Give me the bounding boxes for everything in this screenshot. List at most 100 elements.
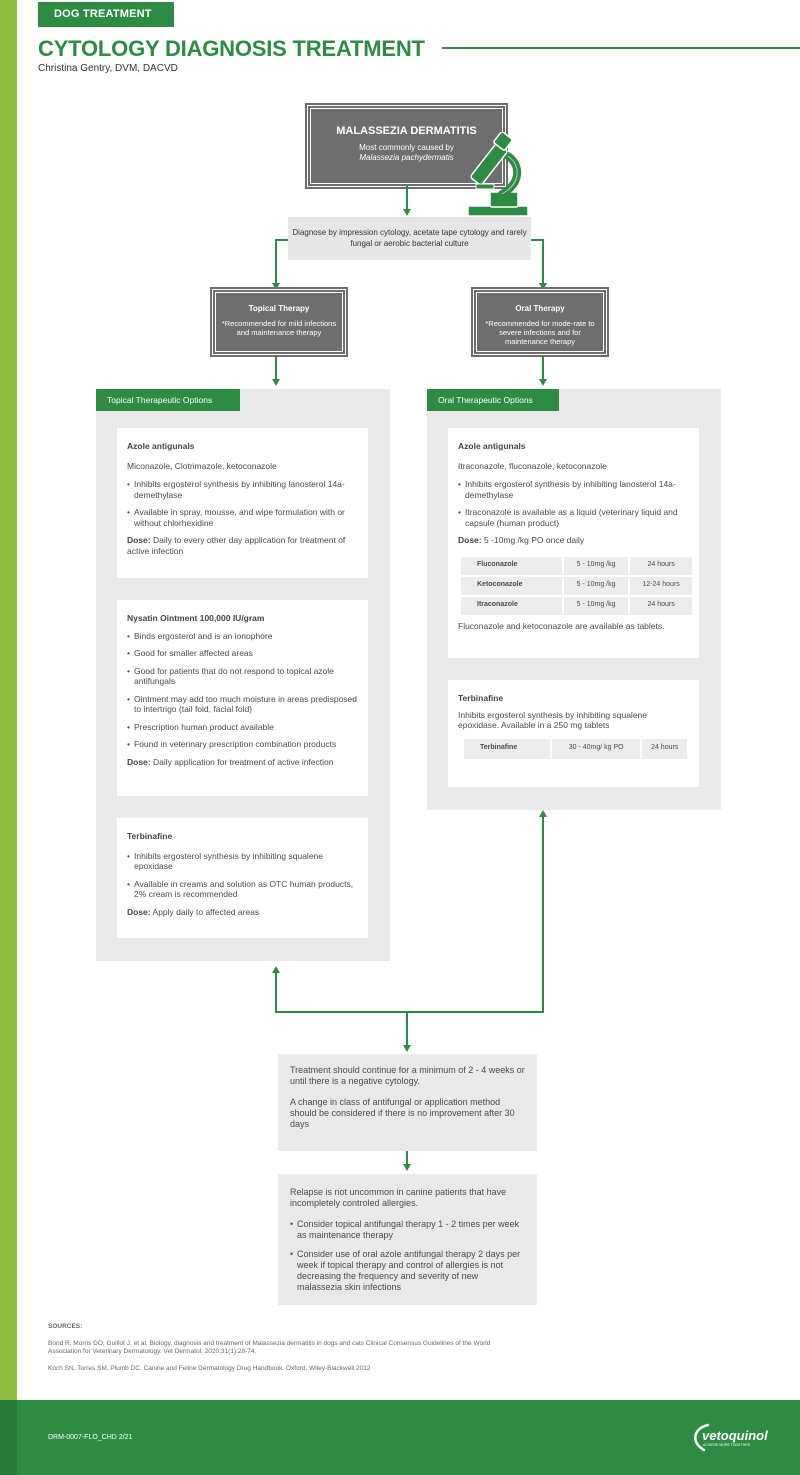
oral-azole-card: Azole antigunals Itraconazole, fluconazo… — [448, 428, 699, 658]
arrow-connector — [275, 239, 288, 241]
arrow-connector — [531, 239, 544, 241]
relapse-box: Relapse is not uncommon in canine patien… — [278, 1174, 537, 1305]
arrow-head — [403, 1164, 411, 1171]
oral-therapy-title: Oral Therapy — [515, 304, 565, 313]
card-bullets: Inhibits ergosterol synthesis by inhibit… — [458, 479, 689, 528]
card-dose: Dose: Daily to every other day applicati… — [127, 535, 346, 556]
arrow-connector — [275, 239, 277, 285]
vetoquinol-logo: vetoquinol ACHIEVE MORE TOGETHER — [690, 1420, 780, 1456]
card-note: Fluconazole and ketoconazole are availab… — [458, 620, 665, 631]
arrow-head — [539, 810, 547, 817]
main-box-title: MALASSEZIA DERMATITIS — [336, 125, 477, 137]
table-cell: Fluconazole — [461, 556, 564, 577]
card-bullets: Inhibits ergosterol synthesis by inhibit… — [127, 479, 358, 528]
table-cell: 5 - 10mg /kg — [563, 556, 631, 577]
category-tag: DOG TREATMENT — [38, 2, 174, 27]
card-title: Terbinafine — [458, 693, 504, 703]
card-dose: Dose: Apply daily to affected areas — [127, 906, 260, 917]
dosage-table: Fluconazole 5 - 10mg /kg 24 hours Ketoco… — [461, 556, 694, 617]
left-accent-bar — [0, 0, 17, 1475]
arrow-head — [539, 283, 547, 290]
main-box-subtitle: Most commonly caused by Malassezia pachy… — [311, 143, 502, 163]
arrow-head — [403, 209, 411, 216]
table-row: Itraconazole 5 - 10mg /kg 24 hours — [461, 596, 694, 617]
main-box-organism: Malassezia pachydermatis — [359, 153, 454, 162]
oral-therapy-note: *Recommended for mode-rate to severe inf… — [485, 319, 595, 346]
topical-therapy-box: Topical Therapy *Recommended for mild in… — [215, 292, 343, 352]
list-item: Found in veterinary prescription combina… — [127, 739, 358, 750]
table-cell: 24 hours — [630, 596, 694, 617]
footer-accent — [0, 1400, 17, 1475]
list-item: Available in spray, mousse, and wipe for… — [127, 507, 358, 528]
author: Christina Gentry, DVM, DACVD — [38, 63, 178, 74]
list-item: Inhibits ergosterol synthesis by inhibit… — [127, 851, 358, 872]
card-title: Azole antigunals — [458, 441, 526, 451]
logo-tagline: ACHIEVE MORE TOGETHER — [703, 1443, 751, 1447]
card-dose: Dose: Daily application for treatment of… — [127, 756, 334, 767]
topical-terbinafine-card: Terbinafine Inhibits ergosterol synthesi… — [117, 818, 368, 938]
card-bullets: Binds ergosterol and is an ionophore Goo… — [127, 631, 358, 750]
arrow-connector — [542, 239, 544, 285]
card-title: Azole antigunals — [127, 441, 195, 451]
treatment-duration: Treatment should continue for a minimum … — [290, 1065, 525, 1086]
list-item: Good for smaller affected areas — [127, 648, 358, 659]
card-dose: Dose: 5 -10mg /kg PO once daily — [458, 535, 585, 545]
list-item: Available in creams and solution as OTC … — [127, 879, 358, 900]
arrow-connector — [406, 1151, 408, 1165]
arrow-connector — [542, 356, 544, 380]
microscope-icon — [467, 132, 529, 217]
oral-terbinafine-card: Terbinafine Inhibits ergosterol synthesi… — [448, 680, 699, 787]
arrow-head — [272, 283, 280, 290]
card-drugs: Miconazole, Clotrimazole, ketoconazole — [127, 460, 277, 471]
arrow-head — [539, 379, 547, 386]
diagnose-box: Diagnose by impression cytology, acetate… — [288, 217, 531, 260]
page-title: CYTOLOGY DIAGNOSIS TREATMENT — [38, 36, 425, 61]
relapse-intro: Relapse is not uncommon in canine patien… — [290, 1187, 507, 1208]
arrow-connector — [275, 356, 277, 380]
table-cell: 30 - 40mg/ kg PO — [551, 738, 643, 761]
card-title: Terbinafine — [127, 831, 173, 841]
logo-swoosh-icon — [694, 1423, 710, 1452]
arrow-head — [272, 379, 280, 386]
list-item: Prescription human product available — [127, 722, 358, 733]
topical-therapy-note: *Recommended for mild infections and mai… — [221, 319, 337, 337]
topical-options-tab: Topical Therapeutic Options — [96, 389, 240, 411]
card-text: Inhibits ergosterol synthesis by inhibit… — [458, 709, 648, 731]
treatment-change: A change in class of antifungal or appli… — [290, 1097, 515, 1129]
sources: SOURCES: Bond R, Morris DO, Guillot J, e… — [48, 1323, 518, 1382]
arrow-connector — [406, 1011, 408, 1046]
list-item: Good for patients that do not respond to… — [127, 666, 358, 687]
table-cell: 5 - 10mg /kg — [563, 576, 631, 597]
relapse-bullets: Consider topical antifungal therapy 1 - … — [290, 1219, 525, 1293]
list-item: Inhibits ergosterol synthesis by inhibit… — [127, 479, 358, 500]
table-row: Ketoconazole 5 - 10mg /kg 12-24 hours — [461, 576, 694, 597]
arrow-connector — [406, 186, 408, 210]
topical-azole-card: Azole antigunals Miconazole, Clotrimazol… — [117, 428, 368, 578]
card-title: Nysatin Ointment 100,000 IU/gram — [127, 613, 265, 623]
source-item: Bond R, Morris DO, Guillot J, et al. Bio… — [48, 1340, 491, 1355]
table-cell: 12-24 hours — [630, 576, 694, 597]
arrow-connector — [275, 1011, 544, 1013]
footer — [0, 1400, 800, 1475]
list-item: Inhibits ergosterol synthesis by inhibit… — [458, 479, 689, 500]
topical-therapy-title: Topical Therapy — [248, 304, 310, 313]
diagnosis-main-box: MALASSEZIA DERMATITIS Most commonly caus… — [310, 108, 503, 184]
source-item: Koch SN, Torres SM, Plumb DC. Canine and… — [48, 1365, 371, 1372]
list-item: Ointment may add too much moisture in ar… — [127, 694, 358, 715]
list-item: Itraconazole is available as a liquid (v… — [458, 507, 689, 528]
table-cell: 24 hours — [642, 738, 689, 761]
title-rule — [442, 47, 800, 49]
arrow-head — [403, 1045, 411, 1052]
logo-wordmark: vetoquinol — [702, 1428, 768, 1443]
card-bullets: Inhibits ergosterol synthesis by inhibit… — [127, 851, 358, 900]
arrow-head — [272, 966, 280, 973]
table-cell: 5 - 10mg /kg — [563, 596, 631, 617]
list-item: Binds ergosterol and is an ionophore — [127, 631, 358, 642]
card-drugs: Itraconazole, fluconazole, ketoconazole — [458, 460, 607, 471]
oral-therapy-box: Oral Therapy *Recommended for mode-rate … — [476, 292, 604, 352]
table-row: Fluconazole 5 - 10mg /kg 24 hours — [461, 556, 694, 577]
list-item: Consider topical antifungal therapy 1 - … — [290, 1219, 525, 1241]
dosage-table: Terbinafine 30 - 40mg/ kg PO 24 hours — [464, 738, 689, 761]
treatment-box: Treatment should continue for a minimum … — [278, 1054, 537, 1151]
arrow-connector — [275, 972, 277, 1013]
